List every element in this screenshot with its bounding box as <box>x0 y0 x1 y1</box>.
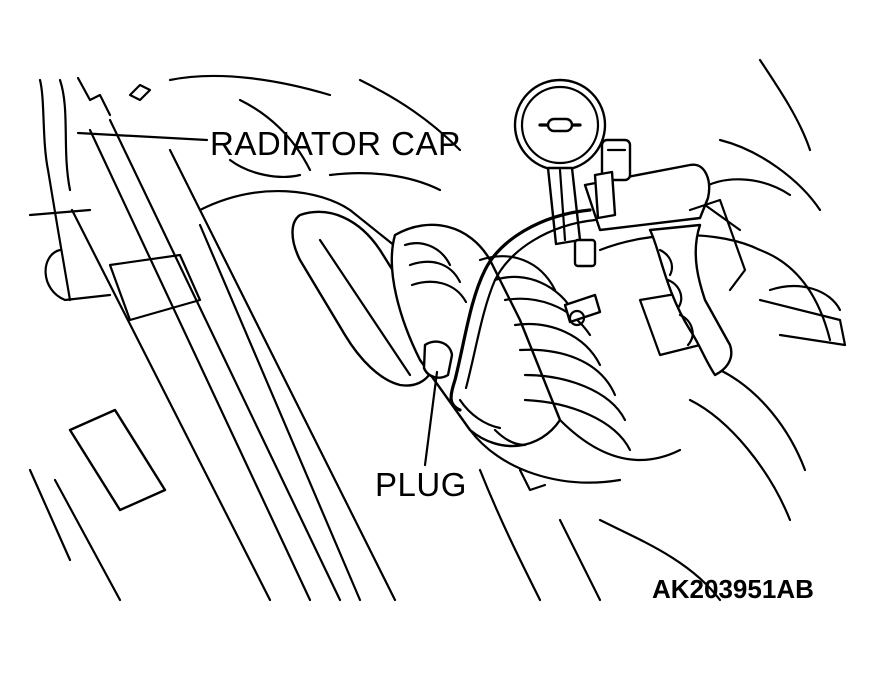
thermostat-housing <box>478 58 847 602</box>
figure-code-label: AK203951AB <box>652 574 814 604</box>
radiator-cap-leader <box>76 131 209 142</box>
engine-cover <box>168 74 462 602</box>
radiator-cap-label: RADIATOR CAP <box>210 125 461 162</box>
radiator-assembly <box>28 76 397 602</box>
pressure-tester-gauge <box>449 78 747 412</box>
hose-cover <box>291 210 438 387</box>
panel-window <box>68 408 167 512</box>
plug-leader <box>423 370 439 467</box>
plug-part <box>422 340 547 492</box>
plug-label: PLUG <box>375 466 467 503</box>
